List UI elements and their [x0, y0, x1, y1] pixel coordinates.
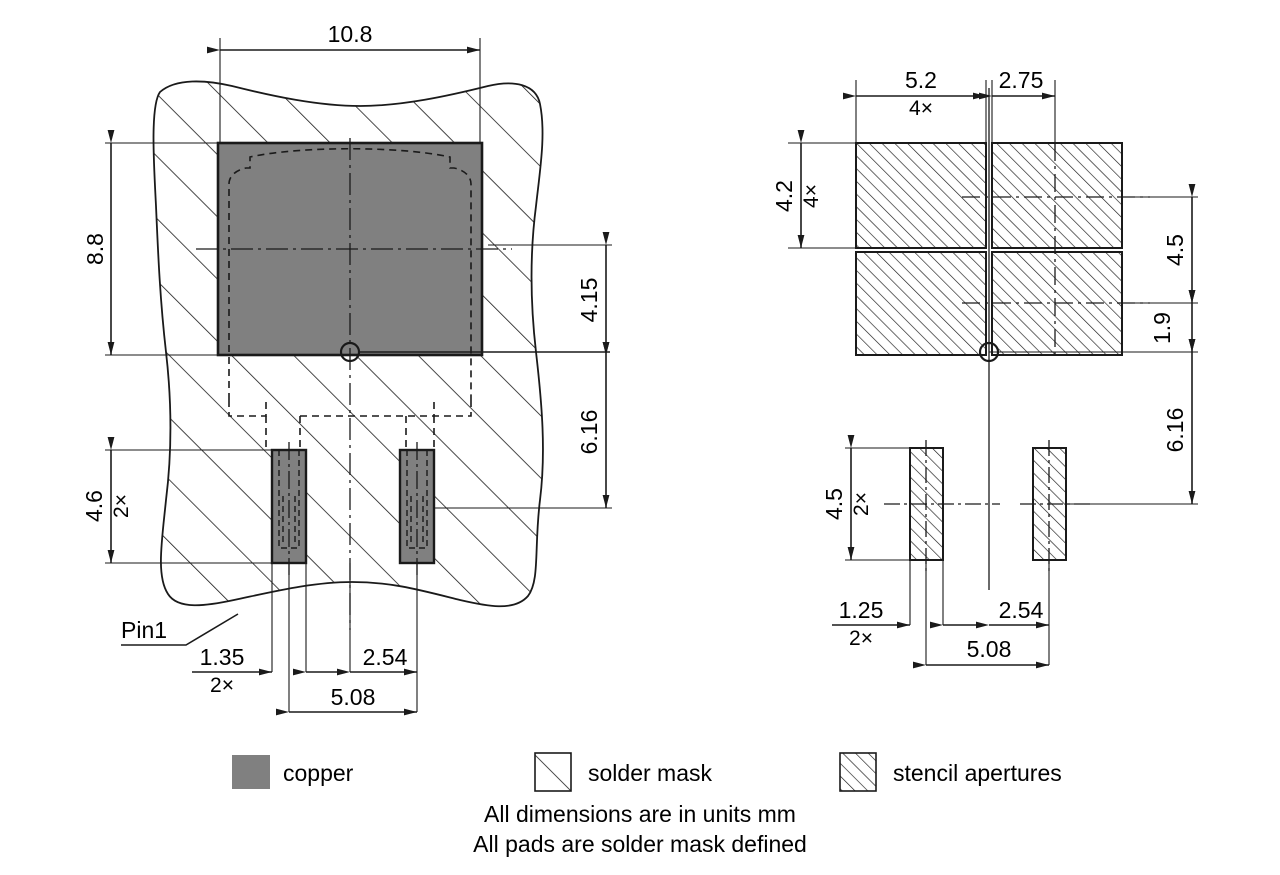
dim-label-6-16-right: 6.16 [1162, 408, 1188, 453]
legend-label-copper: copper [283, 760, 354, 786]
dim-label-4-5-stack: 4.5 [1162, 234, 1188, 266]
dim-label-1-9: 1.9 [1149, 312, 1175, 344]
right-view-stencil-apertures: 5.2 4× 2.75 4.2 4× 4.5 1.9 [771, 67, 1198, 669]
dim-label-4-5-pin: 4.5 [821, 488, 847, 520]
legend: copper solder mask stencil apertures [232, 752, 1062, 792]
dim-label-4-15: 4.15 [576, 278, 602, 323]
dimension-4-5-pin: 4.5 2× [821, 435, 873, 560]
dimension-5-08-left: 5.08 [276, 684, 417, 716]
dimension-4-2: 4.2 4× [771, 130, 823, 248]
note-pads: All pads are solder mask defined [473, 831, 807, 857]
dimension-2-75: 2.75 [979, 67, 1055, 100]
dimension-1-35: 1.35 2× [192, 644, 346, 697]
dim-label-6-16-left: 6.16 [576, 410, 602, 455]
pin-lead-inner-dashed-1 [282, 496, 296, 545]
dimension-10-8: 10.8 [207, 21, 480, 54]
legend-swatch-stencil-apertures [839, 752, 877, 792]
pin1-callout: Pin1 [121, 613, 239, 646]
solder-mask-break-outline [152, 80, 544, 608]
dim-label-1-25: 1.25 [839, 597, 884, 623]
dimension-4-6: 4.6 2× [81, 437, 133, 563]
dim-multiplier-5-2: 4× [909, 97, 933, 120]
dim-label-5-2: 5.2 [905, 67, 937, 93]
dim-label-1-35: 1.35 [200, 644, 245, 670]
pin-lead-inner-dashed-2 [410, 496, 424, 545]
dim-label-5-08-left: 5.08 [331, 684, 376, 710]
dimension-2-54-right: 2.54 [976, 597, 1049, 629]
pin1-label: Pin1 [121, 617, 167, 643]
pin1-leader-line [121, 613, 239, 646]
dimension-6-16-left: 6.16 [576, 342, 610, 508]
dim-label-10-8: 10.8 [328, 21, 373, 47]
stencil-aperture-top-right [991, 142, 1123, 249]
component-body-dashed-right-tab [433, 400, 472, 417]
dim-multiplier-1-25: 2× [849, 627, 873, 650]
note-units: All dimensions are in units mm [484, 801, 796, 827]
legend-label-solder-mask: solder mask [588, 760, 712, 786]
dim-multiplier-4-2: 4× [800, 184, 823, 208]
dimension-4-15: 4.15 [576, 232, 610, 355]
dimension-8-8: 8.8 [82, 130, 115, 355]
dim-label-5-08-right: 5.08 [967, 636, 1012, 662]
component-body-dashed-left-tab [228, 400, 267, 417]
dimension-1-9: 1.9 [1149, 290, 1196, 352]
dim-label-8-8: 8.8 [82, 233, 108, 265]
dim-label-2-75: 2.75 [999, 67, 1044, 93]
dimension-5-08-right: 5.08 [913, 636, 1049, 669]
dim-label-2-54-right: 2.54 [999, 597, 1044, 623]
dim-multiplier-4-6: 2× [110, 494, 133, 518]
dimension-1-25: 1.25 2× [832, 597, 981, 650]
legend-swatch-copper [232, 755, 270, 789]
dim-label-2-54-left: 2.54 [363, 644, 408, 670]
component-body-dashed-outline [228, 147, 472, 400]
dimension-4-5-stack: 4.5 [1162, 184, 1196, 303]
legend-swatch-solder-mask [534, 752, 572, 792]
origin-datum-marker [339, 341, 361, 363]
left-view-copper-and-mask: 10.8 8.8 4.15 6.16 4.6 2× [81, 21, 612, 716]
dimension-5-2: 5.2 4× [843, 67, 986, 120]
dim-multiplier-1-35: 2× [210, 674, 234, 697]
dimension-6-16-right: 6.16 [1162, 339, 1196, 504]
stencil-aperture-top-left [855, 142, 987, 249]
dimension-2-54-left: 2.54 [337, 644, 417, 676]
dim-multiplier-4-5-pin: 2× [850, 492, 873, 516]
notes: All dimensions are in units mm All pads … [473, 801, 807, 857]
legend-label-stencil-apertures: stencil apertures [893, 760, 1062, 786]
dim-label-4-6: 4.6 [81, 490, 107, 522]
dim-label-4-2: 4.2 [771, 180, 797, 212]
